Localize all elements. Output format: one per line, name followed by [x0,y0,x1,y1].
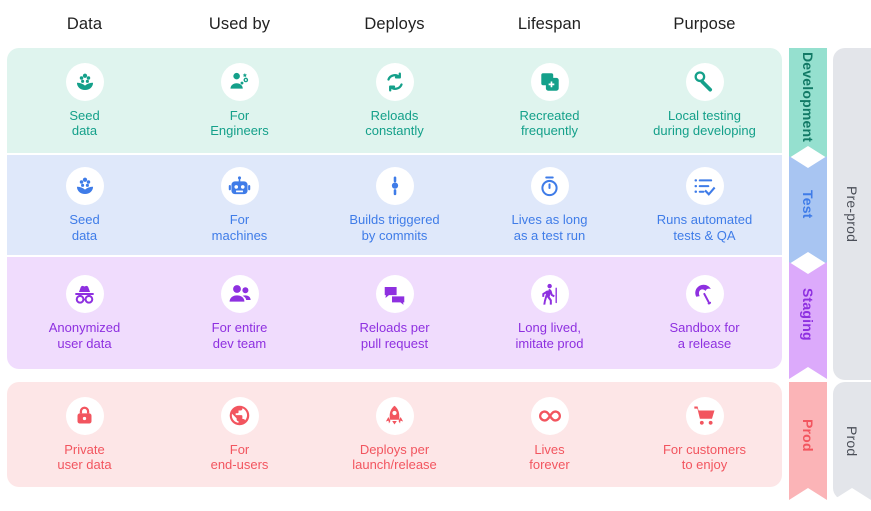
shopping-cart-icon [685,396,724,435]
group-pill-pre-prod: Pre-prod [833,48,871,380]
seed-flower-icon [65,62,104,101]
cell-development-purpose: Local testing during developing [627,62,782,139]
cell-label: Recreated frequently [519,107,580,139]
cell-test-data: Seed data [7,167,162,243]
globe-public-icon [220,396,259,435]
row-development: Seed data For Engineers [7,48,782,153]
group-label: Prod [844,425,860,457]
row-staging: Anonymized user data For entire dev team [7,257,782,369]
cell-prod-data: Private user data [7,396,162,473]
wrench-icon [685,62,724,101]
cell-test-used-by: For machines [162,167,317,243]
lock-icon [65,396,104,435]
cell-staging-deploys: Reloads per pull request [317,275,472,351]
column-header-label: Lifespan [517,14,582,33]
chat-bubbles-icon [375,275,414,313]
cell-staging-used-by: For entire dev team [162,275,317,351]
stage-arrow-test: Test [789,156,827,264]
column-header-data: Data [7,0,162,48]
stage-arrow-prod: Prod [789,382,827,500]
cell-label: Seed data [69,212,100,243]
cell-label: Anonymized user data [48,320,121,351]
cell-label: Long lived, imitate prod [515,320,584,351]
seed-flower-icon [65,167,104,205]
engineer-person-gear-icon [220,62,259,101]
cell-test-deploys: Builds triggered by commits [317,167,472,243]
people-group-icon [220,275,259,313]
group-label: Pre-prod [844,185,860,243]
cell-label: Private user data [57,441,112,473]
cell-staging-purpose: Sandbox for a release [627,275,782,351]
column-header-label: Deploys [364,14,425,33]
stage-label: Staging [800,288,816,341]
column-header-label: Purpose [673,14,736,33]
cell-label: For customers to enjoy [662,441,747,473]
checklist-icon [685,167,724,205]
group-pill-prod: Prod [833,382,871,500]
cell-test-purpose: Runs automated tests & QA [627,167,782,243]
cell-label: Seed data [69,107,100,139]
cell-label: Reloads per pull request [359,320,430,351]
beach-umbrella-icon [685,275,724,313]
cell-label: Sandbox for a release [669,320,740,351]
stage-label: Test [800,189,816,219]
rocket-launch-icon [375,396,414,435]
cell-prod-used-by: For end-users [162,396,317,473]
cell-staging-lifespan: Long lived, imitate prod [472,275,627,351]
cell-prod-lifespan: Lives forever [472,396,627,473]
cell-development-data: Seed data [7,62,162,139]
column-header-purpose: Purpose [627,0,782,48]
column-header-label: Used by [208,14,271,33]
cell-label: Lives as long as a test run [511,212,588,243]
cell-test-lifespan: Lives as long as a test run [472,167,627,243]
cell-label: Lives forever [529,441,570,473]
stage-arrow-staging: Staging [789,262,827,379]
cell-label: Builds triggered by commits [349,212,440,243]
cell-label: Runs automated tests & QA [656,212,753,243]
column-header-label: Data [66,14,103,33]
robot-icon [220,167,259,205]
stage-label: Prod [800,418,816,452]
cell-label: For Engineers [210,107,269,139]
cell-development-deploys: Reloads constantly [317,62,472,139]
infinity-icon [530,396,569,435]
elderly-walking-icon [530,275,569,313]
stage-label: Development [800,51,816,143]
column-header-used-by: Used by [162,0,317,48]
row-prod: Private user data For end-users Depl [7,382,782,487]
cell-label: For entire dev team [211,320,268,351]
refresh-loop-icon [375,62,414,101]
cell-label: Reloads constantly [365,107,424,139]
column-header-row: Data Used by Deploys Lifespan Purpose [7,0,782,48]
column-header-deploys: Deploys [317,0,472,48]
incognito-icon [65,275,104,313]
row-test: Seed data For machines [7,155,782,255]
commit-node-icon [375,167,414,205]
cell-prod-deploys: Deploys per launch/release [317,396,472,473]
stage-arrow-development: Development [789,48,827,158]
cell-label: For end-users [210,441,269,473]
cell-label: Deploys per launch/release [352,441,437,473]
cell-development-lifespan: Recreated frequently [472,62,627,139]
cell-development-used-by: For Engineers [162,62,317,139]
cell-label: For machines [211,212,268,243]
cell-prod-purpose: For customers to enjoy [627,396,782,473]
copy-add-icon [530,62,569,101]
column-header-lifespan: Lifespan [472,0,627,48]
stopwatch-icon [530,167,569,205]
cell-label: Local testing during developing [653,107,756,139]
cell-staging-data: Anonymized user data [7,275,162,351]
